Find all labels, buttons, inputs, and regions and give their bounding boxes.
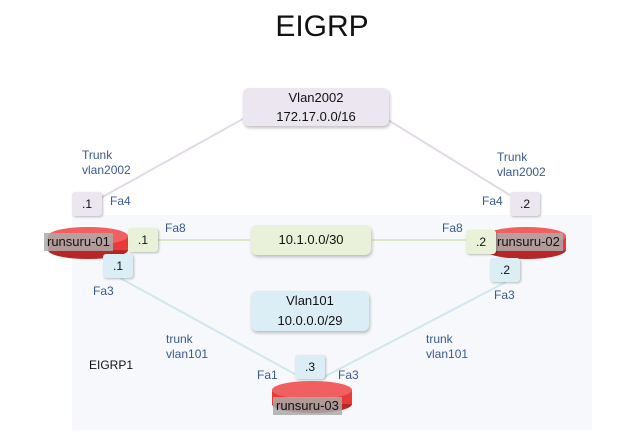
r1-fa8-ip: .1 [128, 228, 158, 252]
r2-fa4-port: Fa4 [482, 194, 503, 208]
router-r1-name: runsuru-01 [44, 233, 113, 251]
trunk101-right-line1: trunk [426, 332, 453, 346]
network-p2p-subnet: 10.1.0.0/30 [278, 232, 344, 247]
network-vlan101-subnet: 10.0.0.0/29 [277, 313, 343, 328]
network-vlan2002-name: Vlan2002 [288, 90, 344, 105]
link-r1-r3 [119, 277, 303, 379]
eigrp-area-label: EIGRP1 [89, 358, 134, 372]
network-vlan101: Vlan101 10.0.0.0/29 [251, 291, 369, 331]
r2-fa8-port: Fa8 [442, 221, 463, 235]
trunk-left-line1: Trunk [82, 148, 113, 162]
trunk-vlan2002-right-label: Trunk vlan2002 [497, 150, 546, 180]
r1-fa3-port: Fa3 [93, 284, 114, 298]
trunk-left-line2: vlan2002 [82, 163, 131, 177]
link-r2-r3 [321, 281, 507, 379]
trunk-vlan101-left-label: trunk vlan101 [166, 332, 208, 362]
network-vlan101-name: Vlan101 [286, 293, 334, 308]
network-vlan2002-subnet: 172.17.0.0/16 [276, 109, 356, 124]
r2-fa8-ip: .2 [466, 230, 496, 254]
trunk101-right-line2: vlan101 [426, 347, 469, 361]
trunk101-left-line2: vlan101 [166, 347, 209, 361]
link-r1-vlan2002 [87, 114, 251, 206]
r3-fa3-port: Fa3 [338, 368, 359, 382]
trunk-right-line2: vlan2002 [497, 165, 546, 179]
r3-ip: .3 [295, 355, 325, 379]
diagram-title: EIGRP [275, 10, 369, 43]
r2-fa4-ip: .2 [510, 192, 540, 216]
r1-fa3-ip: .1 [103, 254, 133, 278]
r3-fa1-port: Fa1 [257, 368, 278, 382]
trunk-right-line1: Trunk [497, 150, 528, 164]
r2-fa3-port: Fa3 [494, 288, 515, 302]
trunk-vlan101-right-label: trunk vlan101 [426, 332, 468, 362]
r1-fa8-port: Fa8 [165, 221, 186, 235]
router-r3-name: runsuru-03 [273, 397, 342, 415]
r2-fa3-ip: .2 [490, 258, 520, 282]
r1-fa4-port: Fa4 [110, 194, 131, 208]
trunk-vlan2002-left-label: Trunk vlan2002 [82, 148, 131, 178]
network-vlan2002: Vlan2002 172.17.0.0/16 [243, 88, 389, 126]
network-p2p: 10.1.0.0/30 [251, 225, 371, 255]
router-r2-name: runsuru-02 [494, 233, 563, 251]
trunk101-left-line1: trunk [166, 332, 193, 346]
link-r2-vlan2002 [379, 114, 527, 206]
r1-fa4-ip: .1 [72, 192, 102, 216]
